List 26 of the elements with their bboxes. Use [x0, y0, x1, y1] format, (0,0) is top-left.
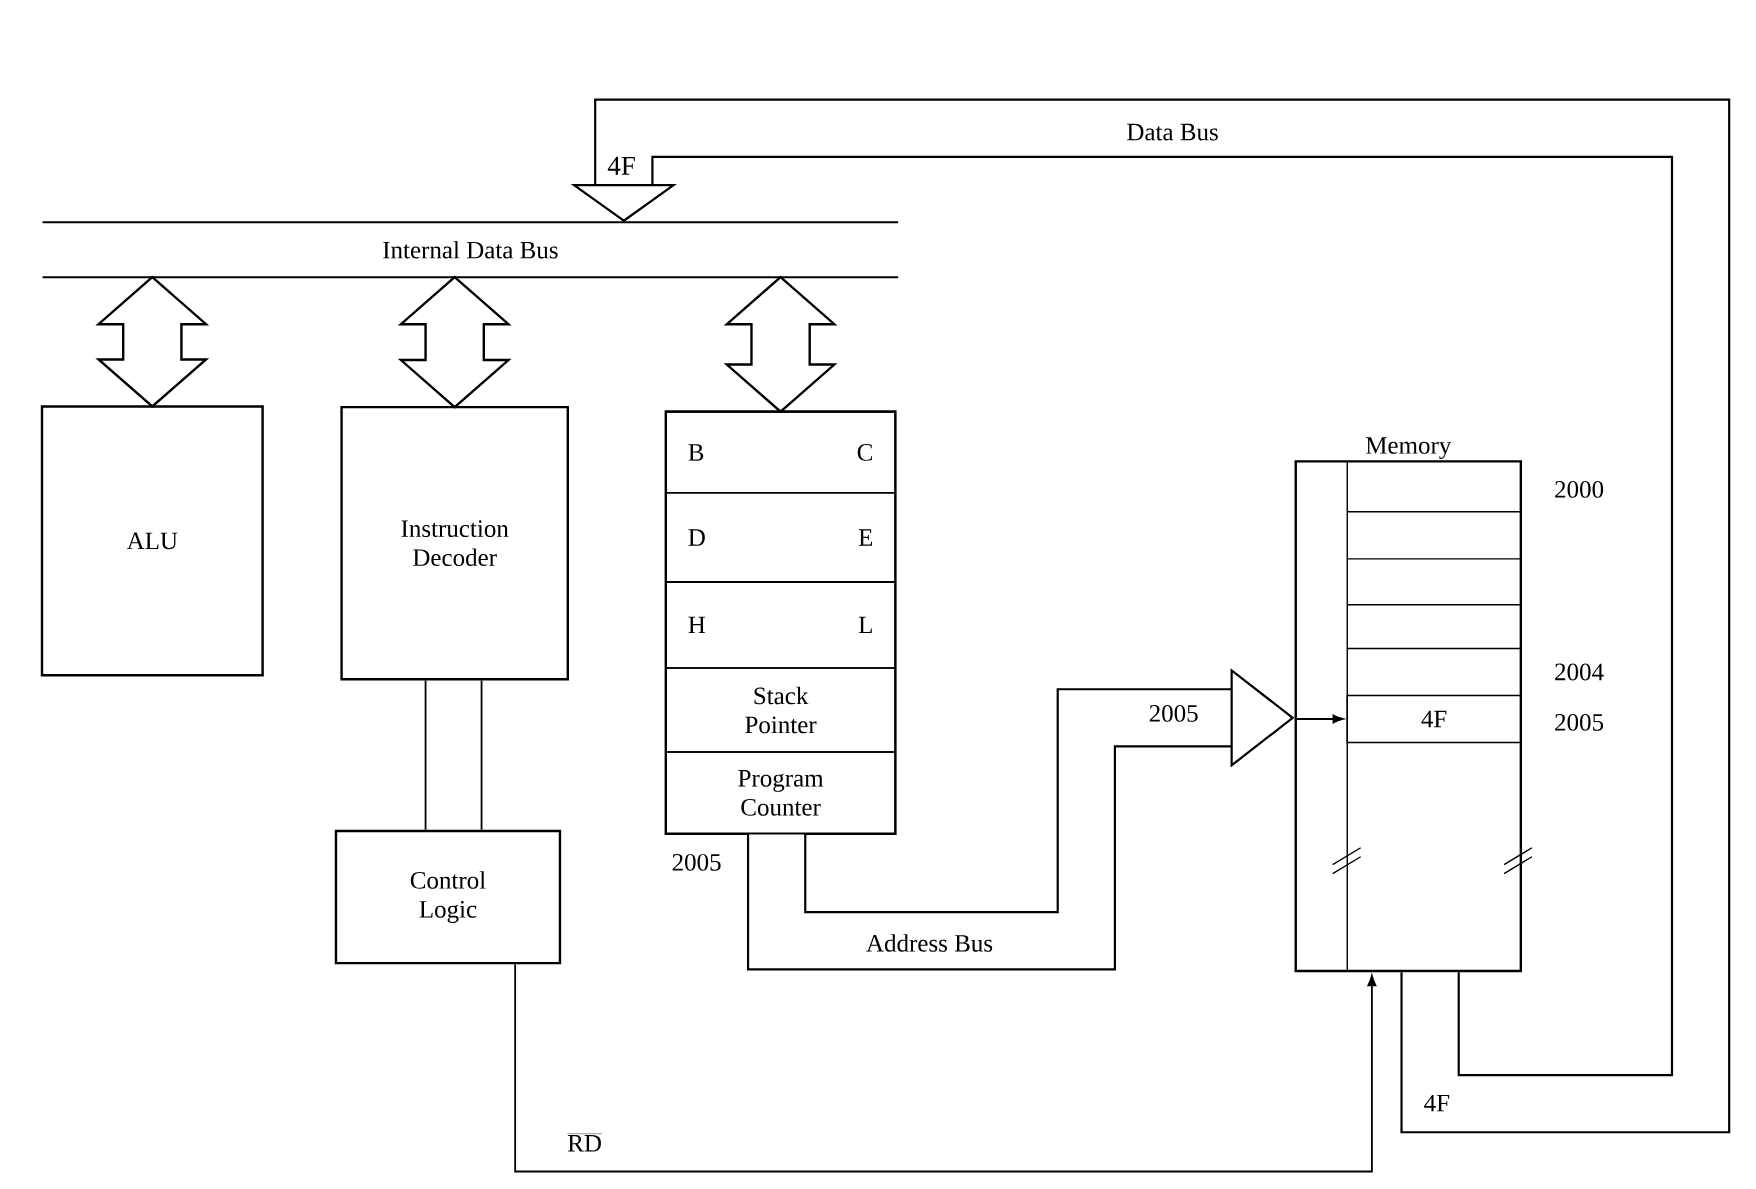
- signal-line: [424, 679, 483, 831]
- bus-arrow: [95, 275, 210, 408]
- register-row: D E: [665, 491, 897, 583]
- value-label: 2005: [1555, 713, 1604, 731]
- memory-cell: 4F: [1346, 694, 1522, 744]
- decoder-box: Instruction Decoder: [340, 405, 569, 681]
- value-label: Address Bus: [866, 934, 993, 952]
- node-label: Memory: [1365, 437, 1452, 459]
- register-block: [664, 410, 897, 835]
- register-row: B C: [665, 411, 897, 494]
- register-row: Program Counter: [665, 751, 897, 835]
- value-label: 4F: [1424, 1094, 1450, 1112]
- value-label: 2000: [1555, 480, 1604, 498]
- bus-arrow: [723, 275, 838, 413]
- alu-box: ALU: [40, 405, 264, 677]
- arrow: [514, 963, 1377, 1173]
- value-label: 2005: [672, 853, 721, 871]
- value-label: 2004: [1555, 663, 1604, 681]
- arrow: [1294, 714, 1344, 724]
- bus-arrow: [397, 275, 512, 409]
- register-row: Stack Pointer: [665, 667, 897, 753]
- control-box: Control Logic: [334, 829, 562, 965]
- edge-label: $\overline{\mathrm{RD}}$: [566, 1131, 603, 1153]
- value-label: 4F: [607, 156, 635, 175]
- register-row: H L: [665, 580, 897, 669]
- bus-band: Internal Data Bus: [41, 221, 900, 278]
